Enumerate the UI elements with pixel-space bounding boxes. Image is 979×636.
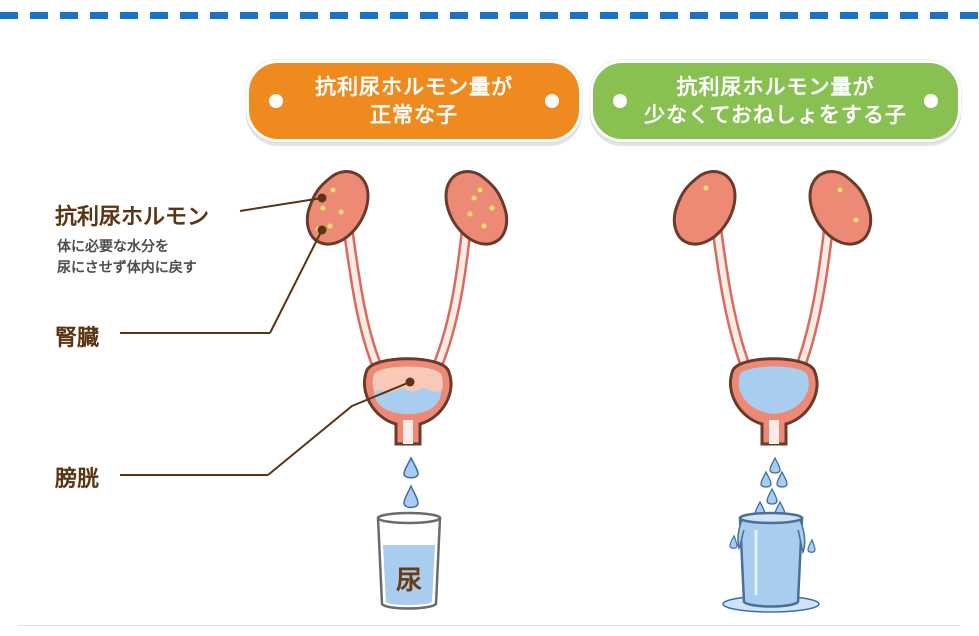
bedwetting-urinary-system [672, 170, 873, 613]
bedwetting-child-banner: 抗利尿ホルモン量が 少なくておねしょをする子 [589, 59, 962, 143]
kidney-right [808, 170, 873, 246]
banner-dot-right [924, 94, 938, 108]
kidney-label: 腎臓 [55, 326, 100, 351]
normal-child-banner-text: 抗利尿ホルモン量が 正常な子 [315, 75, 513, 127]
banner-dot-left [269, 94, 283, 108]
kidney-left [305, 170, 370, 246]
label-leader-lines [120, 197, 411, 476]
top-dashed-border [0, 12, 979, 19]
normal-urinary-system [305, 170, 509, 610]
hormone-description-line-2: 尿にさせず体内に戻す [57, 260, 197, 276]
bladder-label: 膀胱 [55, 467, 100, 492]
banner-dot-left [613, 94, 627, 108]
urine-cup-label: 尿 [395, 566, 422, 596]
banner-dot-right [545, 94, 559, 108]
bottom-divider [18, 625, 961, 626]
normal-child-banner: 抗利尿ホルモン量が 正常な子 [245, 59, 583, 143]
overflowing-glass [738, 516, 804, 608]
kidney-right [444, 170, 509, 246]
antidiuretic-hormone-label: 抗利尿ホルモン [55, 205, 210, 230]
hormone-description-line-1: 体に必要な水分を [57, 239, 169, 255]
bedwetting-child-banner-text: 抗利尿ホルモン量が 少なくておねしょをする子 [644, 75, 907, 127]
kidney-left [672, 170, 737, 246]
